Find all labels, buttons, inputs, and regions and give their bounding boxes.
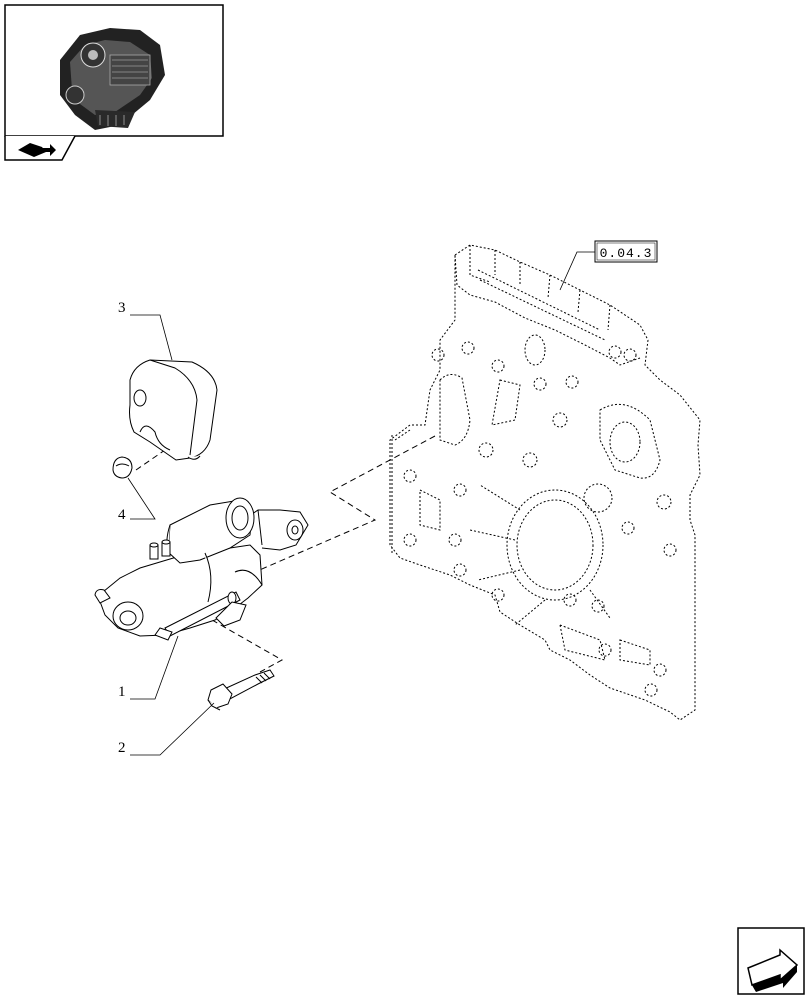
reference-box-label: 0.04.3 bbox=[600, 246, 653, 261]
book-arrow-icon[interactable] bbox=[18, 143, 56, 157]
bolt bbox=[207, 669, 275, 711]
callout-4: 4 bbox=[118, 507, 126, 523]
protective-cover bbox=[129, 359, 218, 461]
cap bbox=[112, 456, 133, 479]
callouts: 3 4 1 2 bbox=[118, 300, 215, 756]
next-page-arrow-icon bbox=[747, 948, 799, 992]
engine-thumbnail-icon bbox=[60, 28, 165, 130]
callout-3: 3 bbox=[118, 300, 126, 316]
callout-1: 1 bbox=[118, 684, 126, 700]
engine-front-housing bbox=[389, 244, 701, 721]
engine-thumbnail[interactable] bbox=[4, 4, 224, 161]
callout-2: 2 bbox=[118, 740, 126, 756]
starter-motor bbox=[94, 497, 309, 641]
reference-box[interactable]: 0.04.3 bbox=[559, 240, 658, 291]
next-page-button[interactable] bbox=[737, 927, 805, 995]
